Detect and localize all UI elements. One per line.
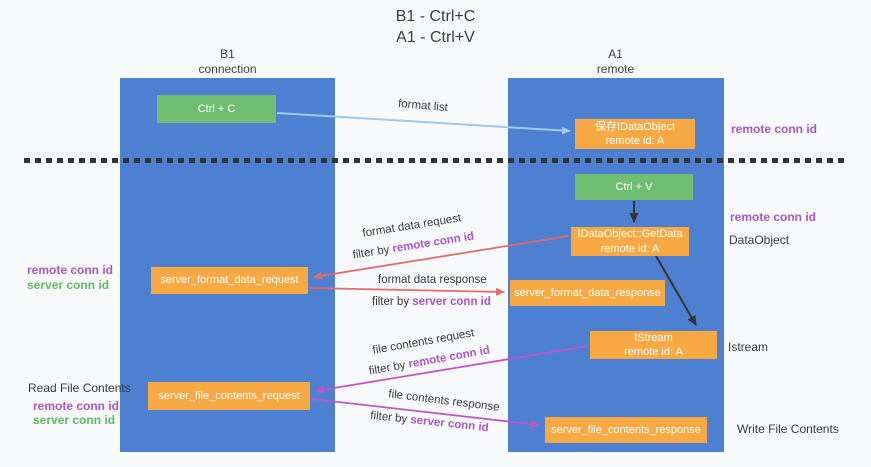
node-save-dataobject: 保存IDataObject remote id: A xyxy=(575,119,695,149)
remote-conn-id-key: remote conn id xyxy=(391,230,475,256)
right-write-file-contents-label: Write File Contents xyxy=(737,422,839,436)
istream-line2: remote id: A xyxy=(624,346,683,358)
session-separator-line xyxy=(24,158,845,163)
left-server-conn-id-bottom: server conn id xyxy=(33,413,116,427)
node-server-format-data-response: server_format_data_response xyxy=(510,280,665,306)
right-remote-conn-id-top: remote conn id xyxy=(731,122,818,136)
left-server-conn-id-top: server conn id xyxy=(27,278,110,292)
ctrl-c-label: Ctrl + C xyxy=(197,102,236,115)
node-ctrl-c: Ctrl + C xyxy=(157,95,276,123)
title-line-2: A1 - Ctrl+V xyxy=(396,29,475,47)
file-contents-response-filter-label: filter by server conn id xyxy=(370,410,489,434)
left-remote-conn-id-bottom: remote conn id xyxy=(33,399,120,413)
server-conn-id-key: server conn id xyxy=(412,296,491,308)
node-getdata: IDataObject::GetData remote id: A xyxy=(571,227,689,256)
left-column-role: connection xyxy=(198,62,257,76)
right-column-role: remote xyxy=(596,62,635,76)
save-dataobject-line2: remote id: A xyxy=(605,135,665,147)
server-format-data-request-label: server_format_data_request xyxy=(160,274,299,287)
format-list-label: format list xyxy=(397,97,449,115)
node-server-file-contents-request: server_file_contents_request xyxy=(148,382,310,410)
getdata-line1: IDataObject::GetData xyxy=(577,228,683,241)
right-remote-conn-id-mid: remote conn id xyxy=(730,210,817,224)
node-server-format-data-request: server_format_data_request xyxy=(151,267,308,294)
diagram-title: B1 - Ctrl+C A1 - Ctrl+V xyxy=(0,6,871,48)
filter-prefix: filter by xyxy=(369,409,411,426)
node-istream: IStream remote id: A xyxy=(590,331,717,359)
right-column-name: A1 xyxy=(608,47,623,61)
format-data-response-arrow xyxy=(309,287,505,296)
node-server-file-contents-response: server_file_contents_response xyxy=(545,417,707,443)
filter-prefix: filter by xyxy=(367,358,410,378)
istream-line1: IStream xyxy=(634,331,673,344)
file-contents-response-label: file contents response xyxy=(387,388,501,414)
format-data-response-label: format data response xyxy=(378,274,487,286)
filter-prefix: filter by xyxy=(372,296,413,308)
save-dataobject-line1: 保存IDataObject xyxy=(594,120,676,133)
left-column-name: B1 xyxy=(220,47,235,61)
left-remote-conn-id-top: remote conn id xyxy=(27,263,114,277)
getdata-line2: remote id: A xyxy=(600,242,660,255)
right-column-header: A1 remote xyxy=(508,47,723,77)
left-column-header: B1 connection xyxy=(120,47,335,77)
left-read-file-contents-label: Read File Contents xyxy=(28,381,131,395)
server-conn-id-key: server conn id xyxy=(409,414,490,435)
server-file-contents-request-label: server_file_contents_request xyxy=(158,389,300,402)
format-data-response-filter-label: filter by server conn id xyxy=(372,296,491,308)
ctrl-v-label: Ctrl + V xyxy=(615,180,653,193)
title-line-1: B1 - Ctrl+C xyxy=(395,8,476,25)
server-format-data-response-label: server_format_data_response xyxy=(514,286,661,299)
filter-prefix: filter by xyxy=(351,243,394,262)
right-istream-label: Istream xyxy=(728,340,769,354)
node-ctrl-v: Ctrl + V xyxy=(575,174,693,200)
server-file-contents-response-label: server_file_contents_response xyxy=(551,423,701,436)
right-dataobject-label: DataObject xyxy=(729,233,790,247)
